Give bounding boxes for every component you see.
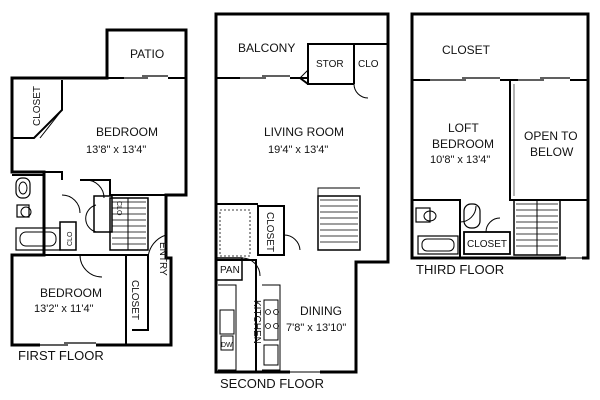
closet-right-label: CLOSET [129,280,140,320]
first-floor [10,28,188,347]
second-floor [214,12,390,374]
bedroom2-label: BEDROOM [40,286,102,300]
bedroom1-label: BEDROOM [96,125,158,139]
bedroom1-dimensions: 13'8" x 13'4" [86,144,146,156]
balcony-label: BALCONY [238,41,295,55]
patio-label: PATIO [130,47,164,61]
dining-dimensions: 7'8" x 13'10" [286,322,346,334]
third-floor [410,12,590,260]
second-floor-caption: SECOND FLOOR [220,376,324,391]
first-floor-caption: FIRST FLOOR [18,348,104,363]
living-room-dimensions: 19'4" x 13'4" [268,144,328,156]
kitchen-label: KITCHEN [251,300,262,344]
closet-left-label: CLOSET [32,86,43,126]
closet-top-label: CLOSET [442,43,491,57]
stor-label: STOR [316,59,344,70]
dining-label: DINING [300,304,342,318]
loft-label-line2: BEDROOM [432,137,494,151]
loft-label-line1: LOFT [448,121,479,135]
pantry-label: PAN [220,265,240,276]
dishwasher-label: DW [221,342,233,349]
closet-bottom-label: CLOSET [467,239,507,250]
open-to-below-line1: OPEN TO [524,129,578,143]
first-floor-labels: PATIO CLOSET BEDROOM 13'8" x 13'4" CLO C… [18,47,168,363]
living-room-label: LIVING ROOM [264,125,344,139]
clo-hall-label: CLO [115,201,122,216]
second-floor-labels: BALCONY STOR CLO LIVING ROOM 19'4" x 13'… [220,41,379,391]
third-floor-labels: CLOSET LOFT BEDROOM 10'8" x 13'4" OPEN T… [416,43,578,277]
open-to-below-line2: BELOW [530,145,574,159]
closet-label: CLOSET [264,212,275,252]
third-floor-caption: THIRD FLOOR [416,262,504,277]
loft-dimensions: 10'8" x 13'4" [430,154,490,166]
clo-small-label: CLO [67,231,74,246]
bedroom2-dimensions: 13'2" x 11'4" [34,303,94,315]
entry-label: ENTRY [157,242,168,276]
clo-label: CLO [358,59,379,70]
